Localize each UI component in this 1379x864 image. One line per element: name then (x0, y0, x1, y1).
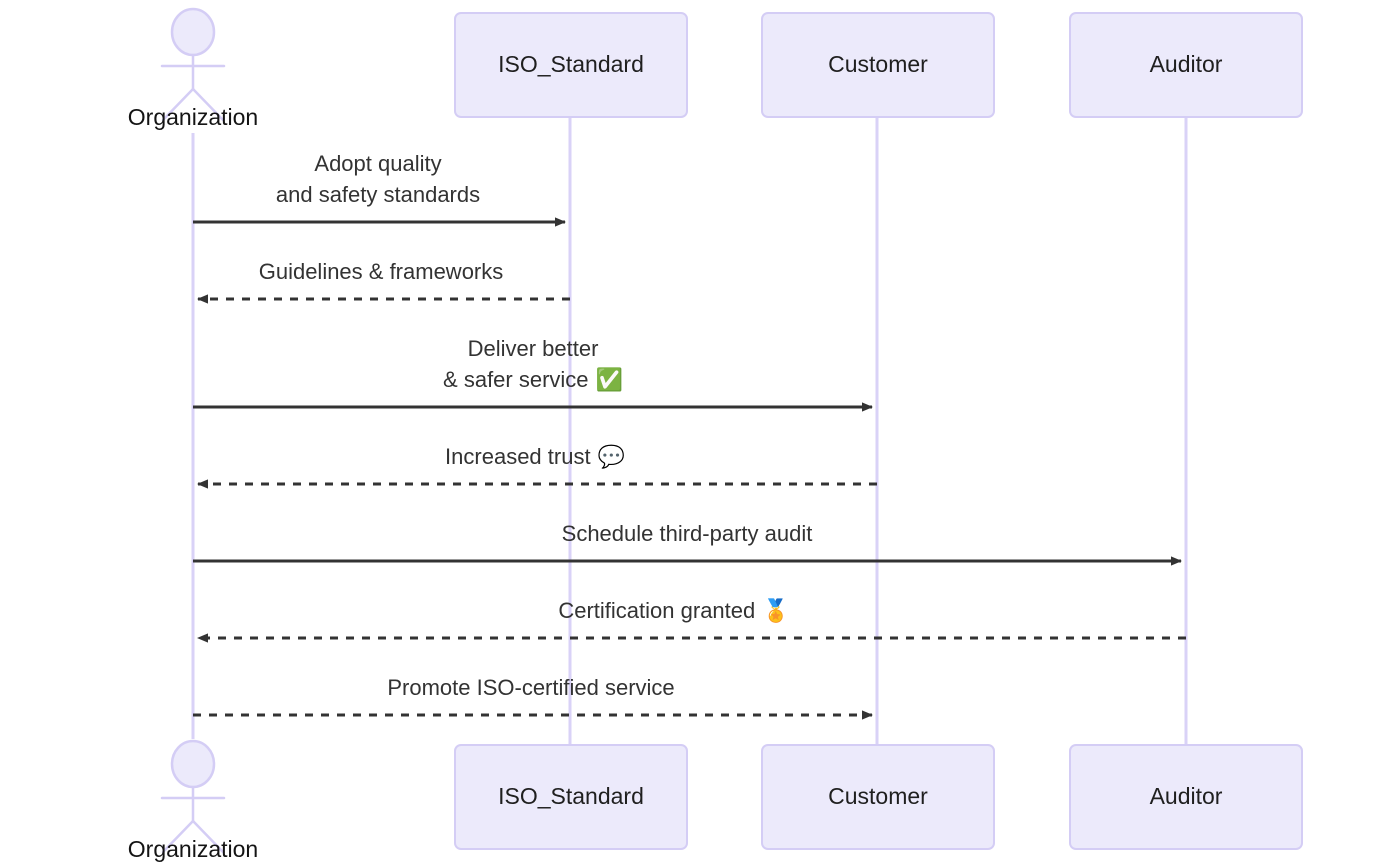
participant-box-auditor[interactable] (1069, 744, 1303, 850)
lifelines-layer (191, 117, 1188, 745)
message-2-iso_standard-to-organization[interactable]: Guidelines & frameworks (197, 259, 570, 304)
participant-label-customer: Customer (828, 51, 928, 77)
speech-balloon-emoji: 💬 (591, 444, 625, 470)
message-label-7-line-1: Promote ISO-certified service (387, 675, 674, 700)
actor-leg-left-icon (161, 87, 195, 122)
message-label-3-line-2: & safer service ✅ (443, 367, 623, 393)
message-label-5-line-1: Schedule third-party audit (562, 521, 813, 546)
message-5-organization-to-auditor[interactable]: Schedule third-party audit (193, 521, 1182, 566)
participant-label-iso_standard: ISO_Standard (498, 51, 644, 77)
participant-label-organization: Organization (128, 104, 258, 130)
actor-leg-right-icon (191, 819, 225, 854)
participant-iso_standard-bottom[interactable]: ISO_Standard (454, 744, 688, 850)
messages-layer: Adopt quality and safety standardsGuideli… (193, 151, 1186, 720)
participant-label-organization: Organization (128, 836, 258, 862)
participant-box-iso_standard[interactable] (454, 12, 688, 118)
actor-organization-bottom[interactable]: Organization (128, 739, 258, 862)
message-label-1-line-2: and safety standards (276, 182, 480, 207)
white-check-mark-emoji: ✅ (589, 367, 623, 393)
participant-auditor-top[interactable]: Auditor (1069, 12, 1303, 118)
participant-label-customer: Customer (828, 783, 928, 809)
message-1-organization-to-iso_standard[interactable]: Adopt quality and safety standards (193, 151, 566, 227)
participant-customer-top[interactable]: Customer (761, 12, 995, 118)
message-4-customer-to-organization[interactable]: Increased trust 💬 (197, 444, 877, 489)
actor-head-icon (170, 7, 216, 57)
participant-box-auditor[interactable] (1069, 12, 1303, 118)
participant-auditor-bottom[interactable]: Auditor (1069, 744, 1303, 850)
participant-label-iso_standard: ISO_Standard (498, 783, 644, 809)
message-7-organization-to-customer[interactable]: Promote ISO-certified service (193, 675, 873, 720)
message-label-1-line-1: Adopt quality (314, 151, 441, 176)
sports-medal-emoji: 🏅 (755, 598, 789, 624)
message-label-6-line-1: Certification granted 🏅 (558, 598, 789, 624)
message-label-3-line-1: Deliver better (468, 336, 599, 361)
message-3-organization-to-customer[interactable]: Deliver better & safer service ✅ (193, 336, 873, 412)
participant-box-iso_standard[interactable] (454, 744, 688, 850)
actor-head-icon (170, 739, 216, 789)
participant-label-auditor: Auditor (1150, 51, 1223, 77)
participant-box-customer[interactable] (761, 12, 995, 118)
message-label-2-line-1: Guidelines & frameworks (259, 259, 504, 284)
actor-organization-top[interactable]: Organization (128, 7, 258, 130)
participant-iso_standard-top[interactable]: ISO_Standard (454, 12, 688, 118)
actor-leg-right-icon (191, 87, 225, 122)
participant-box-customer[interactable] (761, 744, 995, 850)
actor-leg-left-icon (161, 819, 195, 854)
message-6-auditor-to-organization[interactable]: Certification granted 🏅 (197, 598, 1186, 643)
participants-layer: OrganizationOrganizationISO_StandardISO_… (128, 7, 1303, 862)
participant-customer-bottom[interactable]: Customer (761, 744, 995, 850)
message-label-4-line-1: Increased trust 💬 (445, 444, 625, 470)
participant-label-auditor: Auditor (1150, 783, 1223, 809)
